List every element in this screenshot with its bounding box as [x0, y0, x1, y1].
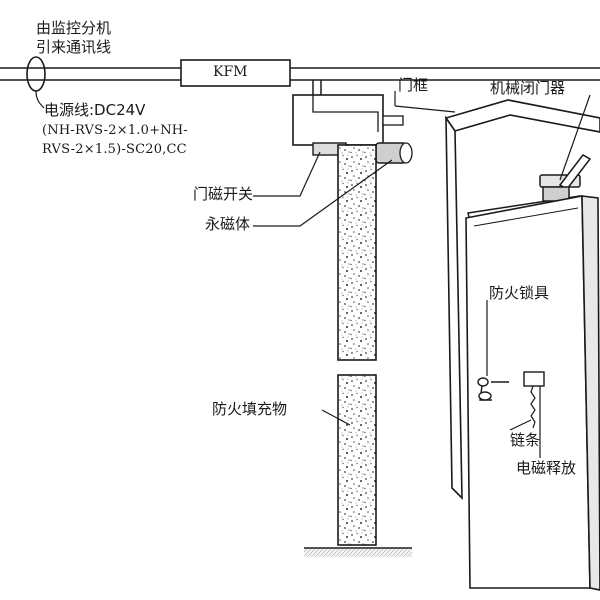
power-label-line1: 电源线:DC24V [44, 101, 146, 119]
wall-column-upper [337, 144, 377, 361]
electromagnetic-release-label: 电磁释放 [516, 459, 577, 477]
power-label-line2: (NH-RVS-2×1.0+NH- [42, 123, 188, 138]
power-leader-line [35, 90, 45, 109]
junction-wire [312, 95, 379, 132]
cable [0, 67, 600, 81]
electromagnetic-release-plate [523, 371, 545, 387]
source-label-line2: 引来通讯线 [36, 38, 112, 56]
permanent-magnet-cap [399, 142, 413, 164]
fire-lock-label: 防火锁具 [489, 284, 550, 302]
fire-lock-hardware [477, 377, 509, 401]
door-leaf [465, 195, 600, 591]
filler-leader [321, 409, 351, 426]
drop-wiring [312, 80, 322, 95]
chain [530, 385, 536, 429]
power-label-line3: RVS-2×1.5)-SC20,CC [42, 142, 187, 157]
ground [304, 547, 412, 557]
permanent-magnet-label: 永磁体 [205, 215, 251, 233]
door-frame-label: 门框 [398, 76, 429, 94]
frame-stub [382, 115, 404, 126]
magnetic-switch-leader [253, 151, 321, 197]
chain-leader [509, 419, 532, 431]
leader-lines [253, 91, 591, 458]
kfm-module [180, 59, 291, 87]
fire-filler-label: 防火填充物 [212, 400, 288, 418]
wall-column-lower [337, 374, 377, 546]
kfm-label: KFM [213, 64, 248, 80]
cable-clamp [26, 56, 46, 92]
mechanical-closer-label: 机械闭门器 [490, 79, 566, 97]
door-frame [444, 99, 600, 500]
source-label-line1: 由监控分机 [36, 19, 112, 37]
junction-box [292, 94, 384, 146]
chain-label: 链条 [510, 431, 541, 449]
closer-leader [559, 94, 591, 181]
permanent-magnet-leader [253, 159, 393, 227]
magnetic-switch-label: 门磁开关 [193, 185, 254, 203]
